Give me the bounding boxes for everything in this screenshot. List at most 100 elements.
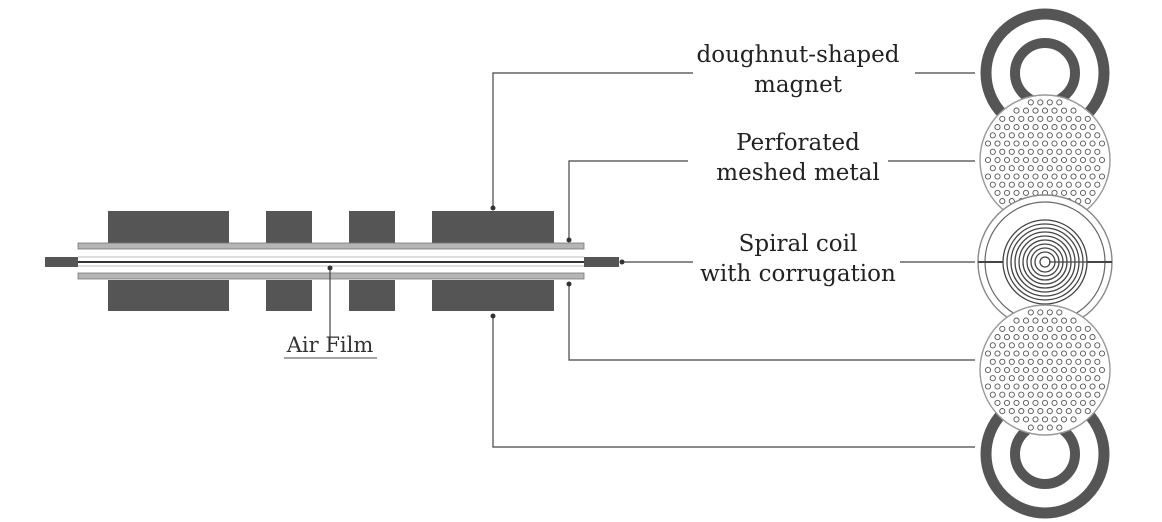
perforation-hole xyxy=(1094,391,1101,398)
perforation-hole xyxy=(1051,350,1058,357)
perforation-hole xyxy=(1008,165,1015,172)
perforation-hole xyxy=(1027,132,1034,139)
perforation-hole xyxy=(994,189,1001,196)
perforation-hole xyxy=(1070,334,1077,341)
perforation-hole xyxy=(1065,342,1072,349)
perforation-hole xyxy=(1003,366,1011,374)
perforation-hole xyxy=(1032,107,1039,114)
perforation-hole xyxy=(1008,408,1015,415)
perforation-hole xyxy=(1041,416,1049,423)
leader-magnet-top xyxy=(492,72,693,208)
perforation-hole xyxy=(1032,156,1039,164)
perforation-hole xyxy=(1008,115,1015,122)
perforation-hole xyxy=(1056,325,1063,332)
perforation-hole xyxy=(1079,399,1087,406)
perforation-hole xyxy=(1037,408,1044,415)
perforation-hole xyxy=(1032,140,1039,147)
perforation-hole xyxy=(1084,181,1091,188)
perforation-hole xyxy=(1018,391,1025,398)
perforation-hole xyxy=(1084,358,1091,365)
perforation-hole xyxy=(1094,132,1101,139)
perforation-hole xyxy=(1065,375,1072,382)
perforation-hole xyxy=(999,342,1006,349)
perforation-hole xyxy=(1065,391,1072,398)
perforation-hole xyxy=(1098,140,1106,147)
perforation-hole xyxy=(1041,107,1049,114)
perforation-hole xyxy=(999,375,1006,382)
perforation-hole xyxy=(1084,132,1091,139)
perforation-hole xyxy=(1079,366,1087,374)
perforation-hole xyxy=(1022,317,1030,324)
perforation-hole xyxy=(1094,375,1101,382)
perforation-hole xyxy=(1046,148,1053,155)
perforation-hole xyxy=(1022,189,1030,196)
perforation-hole xyxy=(1084,148,1091,155)
perforation-hole xyxy=(1046,99,1053,106)
perforation-hole xyxy=(994,140,1001,147)
perforation-hole xyxy=(1037,309,1044,316)
perforation-hole xyxy=(1022,366,1030,374)
perforation-hole xyxy=(1056,165,1063,172)
perforation-hole xyxy=(1094,342,1101,349)
perforation-hole xyxy=(1037,165,1044,172)
air-film-label: Air Film xyxy=(286,333,374,357)
perforation-hole xyxy=(989,165,996,172)
perforation-hole xyxy=(1037,424,1044,431)
perforation-hole xyxy=(1060,140,1068,147)
perforation-hole xyxy=(1027,165,1034,172)
perforation-hole xyxy=(1051,156,1058,164)
perforation-hole xyxy=(1098,173,1106,180)
perforation-hole xyxy=(1098,383,1106,390)
perforation-hole xyxy=(1027,99,1034,106)
perforation-hole xyxy=(1041,334,1049,341)
magnet-label-line1: doughnut-shaped xyxy=(697,42,900,68)
perforation-hole xyxy=(989,342,996,349)
dot-magnet-bottom xyxy=(490,313,496,319)
exploded-view xyxy=(977,8,1113,519)
perforation-hole xyxy=(1018,358,1025,365)
perforation-hole xyxy=(1060,383,1068,390)
perforation-hole xyxy=(1070,173,1077,180)
perforation-hole xyxy=(1056,99,1063,106)
perforation-hole xyxy=(1070,124,1077,131)
perforation-hole xyxy=(1065,148,1072,155)
perforation-hole xyxy=(1032,350,1039,357)
mesh-label-line1: Perforated xyxy=(736,130,860,156)
perforation-hole xyxy=(1084,198,1091,205)
perforation-hole xyxy=(984,350,992,357)
perforation-hole xyxy=(1075,132,1082,139)
perforation-hole xyxy=(1084,325,1091,332)
perforation-hole xyxy=(1070,366,1077,374)
perforation-hole xyxy=(1075,181,1082,188)
perforation-hole xyxy=(1008,132,1015,139)
perforation-hole xyxy=(1041,317,1049,324)
perforation-hole xyxy=(1065,325,1072,332)
perforation-hole xyxy=(1013,383,1020,390)
perforation-hole xyxy=(999,115,1006,122)
perforation-hole xyxy=(1060,416,1068,423)
perforation-hole xyxy=(994,350,1001,357)
perforation-hole xyxy=(994,334,1001,341)
perforation-hole xyxy=(1089,173,1096,180)
dot-mesh-bottom xyxy=(566,281,572,287)
perforation-hole xyxy=(1037,148,1044,155)
perforation-hole xyxy=(1046,309,1053,316)
perforation-hole xyxy=(1003,140,1011,147)
perforation-hole xyxy=(1046,181,1053,188)
perforation-hole xyxy=(984,173,992,180)
perforation-hole xyxy=(1084,408,1091,415)
perforation-hole xyxy=(999,148,1006,155)
perforation-hole xyxy=(984,383,992,390)
perforation-hole xyxy=(984,140,992,147)
perforation-hole xyxy=(994,399,1001,406)
perforation-hole xyxy=(1056,375,1063,382)
perforation-hole xyxy=(1089,189,1096,196)
perforation-hole xyxy=(1027,375,1034,382)
perforation-hole xyxy=(1041,366,1049,374)
perforation-hole xyxy=(1037,342,1044,349)
perforation-hole xyxy=(994,173,1001,180)
magnet-block-top-3 xyxy=(349,211,395,243)
perforation-hole xyxy=(1027,115,1034,122)
perforation-hole xyxy=(1084,115,1091,122)
perforation-hole xyxy=(1075,342,1082,349)
